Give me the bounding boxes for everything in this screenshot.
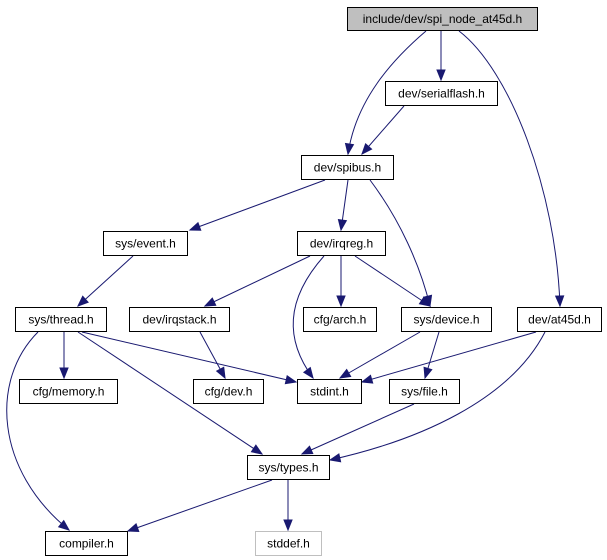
node-at45d[interactable]: dev/at45d.h <box>517 307 602 332</box>
node-serialflash[interactable]: dev/serialflash.h <box>385 81 498 106</box>
node-box-arch <box>303 307 377 332</box>
arrowhead-thread-to-stdint <box>284 374 298 385</box>
arrowhead-irqreg-to-stdint <box>302 366 314 380</box>
edge-irqreg-to-device <box>354 255 431 307</box>
node-cfgdev[interactable]: cfg/dev.h <box>193 379 264 404</box>
node-box-compiler <box>45 531 128 556</box>
edge-event-to-thread <box>77 255 134 307</box>
node-stddef: stddef.h <box>255 531 322 556</box>
arrowhead-root-to-at45d <box>554 295 565 308</box>
edge-root-to-at45d <box>458 30 561 307</box>
node-box-stdint <box>297 379 362 404</box>
edge-at45d-to-types <box>329 331 546 461</box>
node-label-event: sys/event.h <box>115 237 176 251</box>
edge-spibus-to-device <box>369 179 431 307</box>
edge-thread-to-stdint <box>81 331 297 383</box>
arrowhead-device-to-file <box>423 366 433 380</box>
node-box-device <box>401 307 492 332</box>
node-label-device: sys/device.h <box>413 313 479 327</box>
edge-at45d-to-stdint <box>361 331 537 383</box>
node-label-thread: sys/thread.h <box>28 313 93 327</box>
node-box-stddef <box>255 531 322 556</box>
edge-thread-to-types <box>77 331 263 455</box>
edge-root-to-spibus <box>347 30 427 155</box>
node-label-stddef: stddef.h <box>267 537 310 551</box>
edge-thread-to-compiler <box>6 331 70 531</box>
arrowhead-event-to-thread <box>77 295 89 307</box>
nodes-layer: include/dev/spi_node_at45d.h dev/serialfl… <box>15 7 602 556</box>
node-label-root: include/dev/spi_node_at45d.h <box>363 12 522 26</box>
arrowhead-types-to-stddef <box>283 519 293 532</box>
edge-irqreg-to-stdint <box>292 255 325 379</box>
arrowhead-serialflash-to-spibus <box>361 142 373 156</box>
edge-device-to-stdint <box>339 331 421 379</box>
node-arch[interactable]: cfg/arch.h <box>303 307 377 332</box>
node-event[interactable]: sys/event.h <box>103 231 188 256</box>
node-thread[interactable]: sys/thread.h <box>15 307 107 332</box>
node-box-event <box>103 231 188 256</box>
node-label-stdint: stdint.h <box>310 385 349 399</box>
edge-spibus-to-event <box>189 179 326 231</box>
arrowhead-thread-to-memory <box>59 367 69 380</box>
edge-file-to-types <box>301 403 415 455</box>
arrowhead-root-to-spibus <box>344 142 355 156</box>
node-root[interactable]: include/dev/spi_node_at45d.h <box>347 7 538 31</box>
node-label-cfgdev: cfg/dev.h <box>205 385 253 399</box>
node-label-spibus: dev/spibus.h <box>314 161 381 175</box>
node-box-root <box>347 7 538 31</box>
node-box-types <box>247 455 330 480</box>
arrowhead-at45d-to-stdint <box>360 374 374 384</box>
node-device[interactable]: sys/device.h <box>401 307 492 332</box>
node-box-irqreg <box>297 231 386 256</box>
node-label-file: sys/file.h <box>401 385 448 399</box>
node-box-serialflash <box>385 81 498 106</box>
edge-irqreg-to-irqstack <box>204 255 311 307</box>
arrowhead-file-to-types <box>300 445 314 455</box>
arrowhead-spibus-to-irqreg <box>337 218 348 232</box>
arrowhead-types-to-compiler <box>126 523 140 532</box>
node-irqreg[interactable]: dev/irqreg.h <box>297 231 386 256</box>
edge-types-to-compiler <box>127 479 273 532</box>
node-box-spibus <box>301 155 394 180</box>
node-box-thread <box>15 307 107 332</box>
node-label-memory: cfg/memory.h <box>33 385 105 399</box>
node-box-file <box>389 379 460 404</box>
node-compiler[interactable]: compiler.h <box>45 531 128 556</box>
arrowhead-spibus-to-event <box>188 221 202 231</box>
node-types[interactable]: sys/types.h <box>247 455 330 480</box>
node-label-irqreg: dev/irqreg.h <box>310 237 373 251</box>
node-box-cfgdev <box>193 379 264 404</box>
edges-layer <box>6 30 565 532</box>
arrowhead-thread-to-types <box>250 444 264 455</box>
node-file[interactable]: sys/file.h <box>389 379 460 404</box>
arrowhead-device-to-stdint <box>338 368 352 379</box>
node-label-at45d: dev/at45d.h <box>528 313 591 327</box>
arrowhead-irqreg-to-irqstack <box>203 297 217 307</box>
node-memory[interactable]: cfg/memory.h <box>19 379 118 404</box>
node-irqstack[interactable]: dev/irqstack.h <box>129 307 230 332</box>
arrowhead-irqreg-to-arch <box>336 295 346 308</box>
arrowhead-at45d-to-types <box>328 453 342 463</box>
arrowhead-thread-to-compiler <box>57 519 71 531</box>
node-label-serialflash: dev/serialflash.h <box>398 87 485 101</box>
node-box-at45d <box>517 307 602 332</box>
node-stdint[interactable]: stdint.h <box>297 379 362 404</box>
node-spibus[interactable]: dev/spibus.h <box>301 155 394 180</box>
node-label-arch: cfg/arch.h <box>314 313 367 327</box>
arrowhead-irqstack-to-cfgdev <box>215 366 226 380</box>
arrowhead-irqreg-to-device <box>418 296 432 307</box>
node-box-memory <box>19 379 118 404</box>
node-box-irqstack <box>129 307 230 332</box>
node-label-irqstack: dev/irqstack.h <box>142 313 216 327</box>
arrowhead-root-to-serialflash <box>436 69 446 82</box>
edge-serialflash-to-spibus <box>361 105 405 155</box>
node-label-compiler: compiler.h <box>59 537 114 551</box>
node-label-types: sys/types.h <box>258 461 318 475</box>
